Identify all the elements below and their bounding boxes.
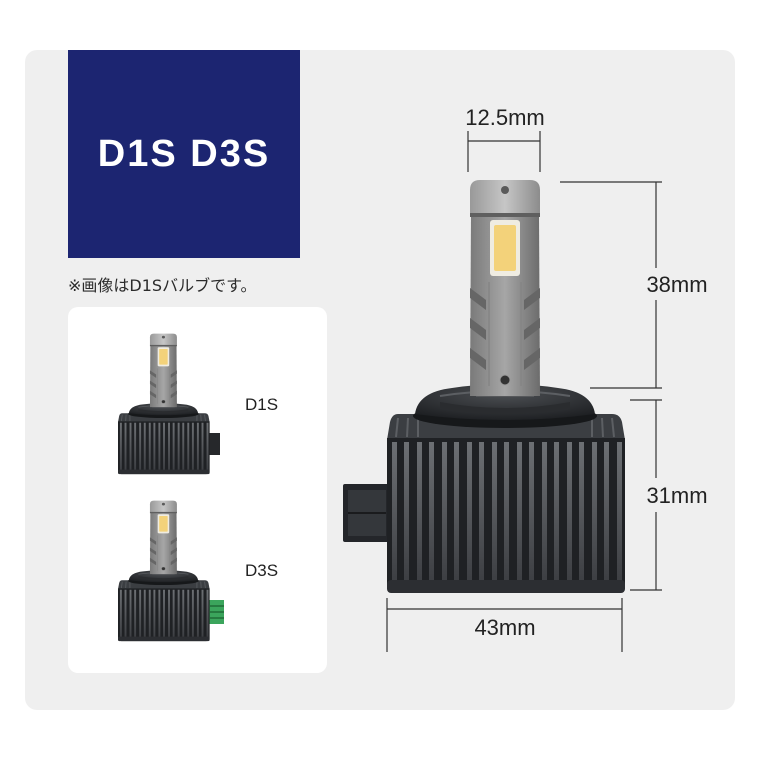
main-bulb-image: [387, 180, 625, 593]
product-title: D1S D3S: [97, 132, 271, 175]
image-note: ※画像はD1Sバルブです。: [68, 276, 257, 295]
base-top-ridges: [395, 417, 615, 438]
title-box: D1S D3S: [68, 50, 300, 258]
d1s-bulb-image: [117, 333, 211, 475]
dim-led-height: 38mm: [560, 181, 708, 389]
stem-body: [470, 214, 540, 396]
main-connector: [343, 484, 391, 542]
heat-sink-fins: [392, 442, 622, 584]
led-chip: [494, 225, 516, 271]
dim-base-height: 31mm: [630, 399, 708, 591]
stem-fin-notches: [470, 288, 540, 370]
dim-led-height-label: 38mm: [646, 272, 707, 297]
dim-led-width-label: 12.5mm: [465, 105, 544, 130]
collar-front-lip: [440, 402, 570, 414]
dim-led-width: 12.5mm: [465, 105, 545, 172]
variant-label-d1s: D1S: [245, 395, 279, 414]
variant-label-d3s: D3S: [245, 561, 279, 580]
base-bottom-rim: [387, 580, 625, 593]
stem-screw: [499, 374, 511, 386]
dim-base-width: 43mm: [386, 598, 623, 652]
cap-screw: [501, 186, 509, 194]
d1s-connector: [207, 433, 220, 455]
dim-base-height-label: 31mm: [646, 483, 707, 508]
d3s-connector: [207, 600, 224, 624]
dim-base-width-label: 43mm: [474, 615, 535, 640]
d3s-bulb-image: [117, 500, 211, 642]
stem-cap: [470, 180, 540, 215]
